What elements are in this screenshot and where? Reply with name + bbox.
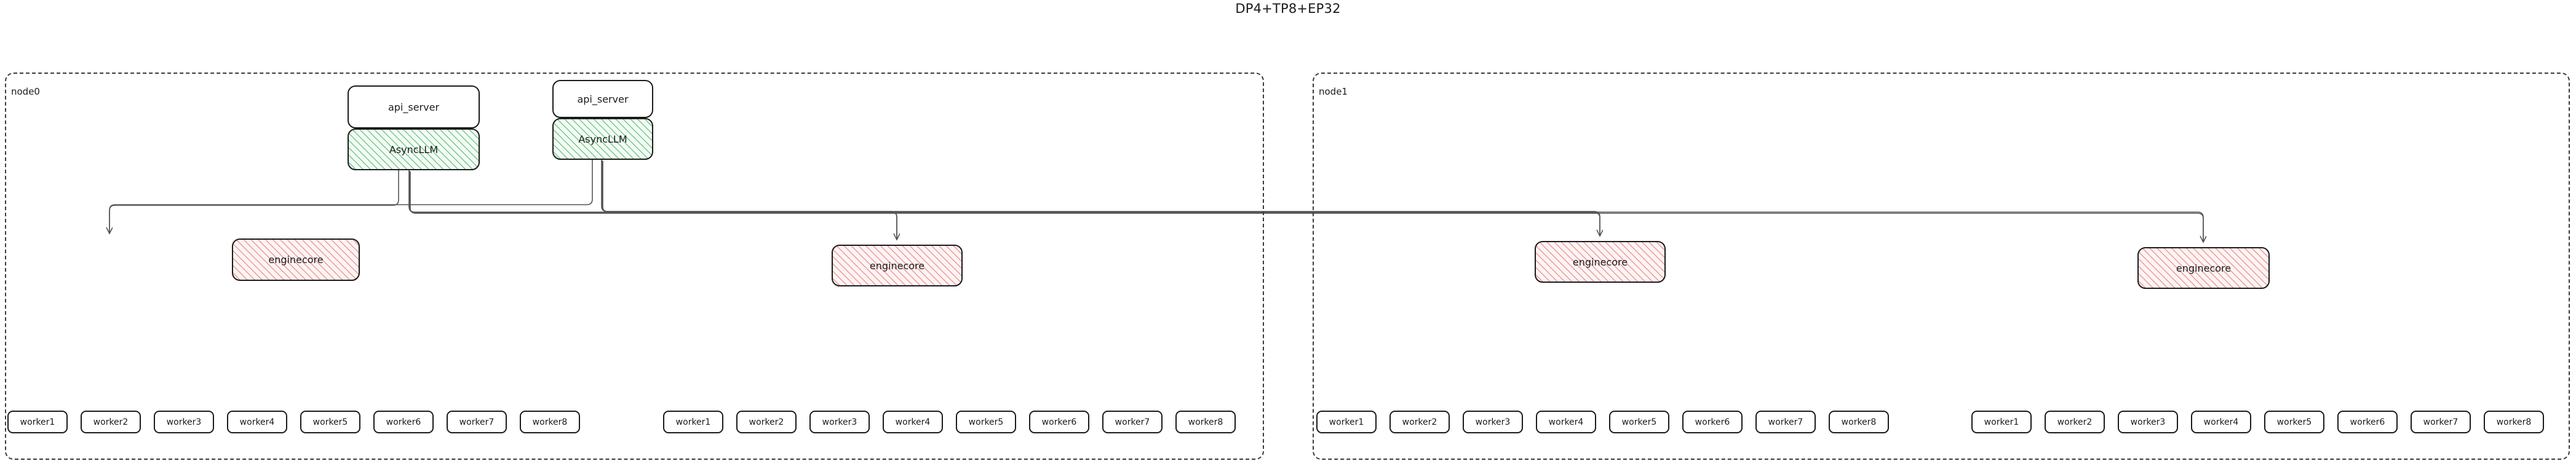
api-server-box-1-label: api_server — [577, 93, 629, 105]
cluster-label-node0: node0 — [11, 86, 40, 97]
engine-core-box-2-label: enginecore — [1572, 256, 1628, 268]
worker-box-node1-group0-3[interactable]: worker4 — [1536, 411, 1596, 433]
worker-box-node1-group0-6[interactable]: worker7 — [1755, 411, 1816, 433]
worker-box-node1-group1-1[interactable]: worker2 — [2045, 411, 2105, 433]
worker-box-node0-group1-3[interactable]: worker4 — [883, 411, 943, 433]
async-llm-box-1-label: AsyncLLM — [578, 133, 627, 145]
worker-box-node0-group0-1[interactable]: worker2 — [81, 411, 141, 433]
worker-box-node0-group0-4[interactable]: worker5 — [300, 411, 360, 433]
worker-box-node1-group0-0[interactable]: worker1 — [1316, 411, 1377, 433]
worker-box-node1-group0-5[interactable]: worker6 — [1682, 411, 1743, 433]
worker-box-node1-group0-3-label: worker4 — [1548, 417, 1584, 427]
engine-core-box-1[interactable]: enginecore — [832, 245, 963, 286]
worker-box-node1-group1-6[interactable]: worker7 — [2411, 411, 2471, 433]
async-llm-box-1[interactable]: AsyncLLM — [552, 118, 653, 160]
api-server-box-0[interactable]: api_server — [348, 85, 480, 128]
worker-box-node0-group1-7-label: worker8 — [1188, 417, 1223, 427]
worker-box-node0-group1-6-label: worker7 — [1115, 417, 1150, 427]
worker-box-node1-group0-4-label: worker5 — [1621, 417, 1657, 427]
worker-box-node1-group1-5[interactable]: worker6 — [2337, 411, 2398, 433]
worker-box-node1-group0-7[interactable]: worker8 — [1829, 411, 1889, 433]
worker-box-node0-group0-2-label: worker3 — [166, 417, 202, 427]
worker-box-node1-group1-7[interactable]: worker8 — [2484, 411, 2544, 433]
worker-box-node1-group1-7-label: worker8 — [2496, 417, 2532, 427]
worker-box-node0-group0-1-label: worker2 — [93, 417, 129, 427]
page-title: DP4+TP8+EP32 — [1235, 1, 1341, 16]
worker-box-node0-group1-2[interactable]: worker3 — [809, 411, 870, 433]
api-server-box-1[interactable]: api_server — [552, 80, 653, 118]
worker-box-node1-group1-2-label: worker3 — [2130, 417, 2166, 427]
worker-box-node1-group1-6-label: worker7 — [2423, 417, 2459, 427]
worker-box-node0-group0-0-label: worker1 — [20, 417, 55, 427]
worker-box-node0-group0-3-label: worker4 — [239, 417, 275, 427]
cluster-node1 — [1313, 73, 2570, 460]
worker-box-node0-group1-1-label: worker2 — [749, 417, 784, 427]
worker-box-node1-group1-3[interactable]: worker4 — [2191, 411, 2251, 433]
engine-core-box-0[interactable]: enginecore — [232, 238, 360, 281]
worker-box-node0-group0-7[interactable]: worker8 — [520, 411, 580, 433]
worker-box-node0-group1-1[interactable]: worker2 — [736, 411, 797, 433]
worker-box-node0-group0-3[interactable]: worker4 — [227, 411, 287, 433]
worker-box-node1-group1-2[interactable]: worker3 — [2118, 411, 2178, 433]
worker-box-node1-group0-5-label: worker6 — [1695, 417, 1730, 427]
worker-box-node0-group0-5-label: worker6 — [386, 417, 421, 427]
worker-box-node0-group1-3-label: worker4 — [895, 417, 931, 427]
worker-box-node1-group1-4-label: worker5 — [2276, 417, 2312, 427]
engine-core-box-3-label: enginecore — [2176, 262, 2232, 274]
engine-core-box-1-label: enginecore — [869, 259, 925, 272]
api-server-box-0-label: api_server — [388, 101, 440, 113]
cluster-label-node1: node1 — [1319, 86, 1348, 97]
worker-box-node1-group0-0-label: worker1 — [1329, 417, 1364, 427]
worker-box-node0-group0-6-label: worker7 — [459, 417, 495, 427]
worker-box-node0-group0-6[interactable]: worker7 — [447, 411, 507, 433]
engine-core-box-2[interactable]: enginecore — [1535, 241, 1666, 283]
worker-box-node0-group1-2-label: worker3 — [822, 417, 857, 427]
worker-box-node1-group0-1-label: worker2 — [1402, 417, 1437, 427]
engine-core-box-0-label: enginecore — [268, 254, 324, 266]
worker-box-node1-group0-4[interactable]: worker5 — [1609, 411, 1669, 433]
worker-box-node0-group1-4[interactable]: worker5 — [956, 411, 1016, 433]
worker-box-node0-group0-7-label: worker8 — [532, 417, 568, 427]
worker-box-node1-group1-4[interactable]: worker5 — [2264, 411, 2324, 433]
worker-box-node1-group1-1-label: worker2 — [2057, 417, 2093, 427]
worker-box-node0-group0-2[interactable]: worker3 — [154, 411, 214, 433]
worker-box-node0-group0-5[interactable]: worker6 — [373, 411, 434, 433]
worker-box-node1-group1-5-label: worker6 — [2350, 417, 2385, 427]
worker-box-node0-group1-7[interactable]: worker8 — [1175, 411, 1236, 433]
worker-box-node0-group0-4-label: worker5 — [312, 417, 348, 427]
worker-box-node1-group1-0-label: worker1 — [1984, 417, 2019, 427]
worker-box-node0-group1-0[interactable]: worker1 — [663, 411, 723, 433]
worker-box-node0-group0-0[interactable]: worker1 — [7, 411, 68, 433]
worker-box-node0-group1-0-label: worker1 — [675, 417, 711, 427]
worker-box-node1-group1-3-label: worker4 — [2203, 417, 2239, 427]
worker-box-node0-group1-6[interactable]: worker7 — [1102, 411, 1163, 433]
worker-box-node1-group0-7-label: worker8 — [1841, 417, 1877, 427]
engine-core-box-3[interactable]: enginecore — [2137, 247, 2270, 289]
worker-box-node0-group1-5[interactable]: worker6 — [1029, 411, 1089, 433]
worker-box-node1-group0-2[interactable]: worker3 — [1463, 411, 1523, 433]
cluster-node0 — [5, 73, 1264, 460]
worker-box-node0-group1-4-label: worker5 — [968, 417, 1004, 427]
worker-box-node1-group0-6-label: worker7 — [1768, 417, 1803, 427]
async-llm-box-0-label: AsyncLLM — [389, 143, 439, 156]
async-llm-box-0[interactable]: AsyncLLM — [348, 128, 480, 170]
worker-box-node1-group0-2-label: worker3 — [1475, 417, 1511, 427]
worker-box-node0-group1-5-label: worker6 — [1041, 417, 1077, 427]
worker-box-node1-group0-1[interactable]: worker2 — [1389, 411, 1450, 433]
worker-box-node1-group1-0[interactable]: worker1 — [1971, 411, 2032, 433]
